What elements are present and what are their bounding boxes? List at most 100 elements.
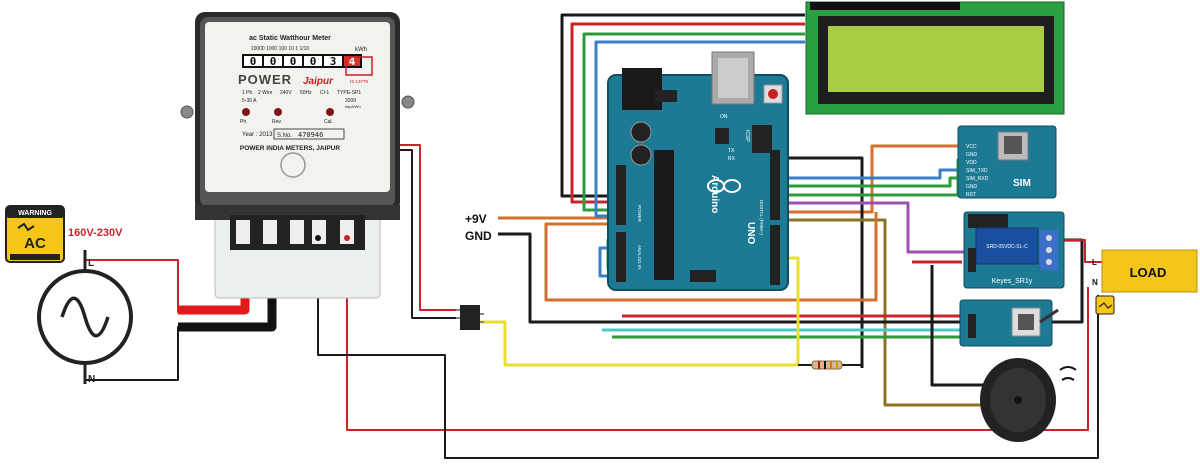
wire-gsm-tx (780, 168, 962, 180)
wire-buzzer-gnd (930, 265, 1000, 387)
meter-spec: 240V (280, 90, 292, 96)
load-neutral-label: N (1092, 278, 1098, 287)
on-label: ON (720, 114, 728, 120)
rx-label: RX (728, 156, 736, 162)
meter-current: 5-30 A (242, 98, 257, 104)
meter-indicator-label: Cal. (324, 119, 333, 125)
meter-impulse-unit: imp/kWh (345, 104, 361, 109)
gsm-pin: GND (966, 184, 978, 190)
gsm-pin: VDD (966, 160, 977, 166)
gsm-pin: SIM_TXD (966, 168, 988, 174)
energy-meter: ac Static Watthour Meter 10000 1000 100 … (180, 12, 415, 299)
meter-year: Year : 2013 (242, 132, 273, 138)
serial-box (273, 128, 345, 140)
wire-meter-live-out (346, 240, 1089, 431)
gnd-label: GND (465, 229, 492, 243)
vin-label: +9V (465, 212, 487, 226)
meter-brand: POWER (238, 72, 292, 87)
ph-led (242, 108, 250, 116)
meter-seal (280, 152, 306, 178)
gsm-pin: RST (966, 192, 976, 198)
meter-spec: 2 Wire (258, 90, 273, 96)
load-label: LOAD (1130, 265, 1167, 280)
gsm-module: SIM VCC GND VDD SIM_TXD SIM_RXD GND RST (957, 125, 1057, 199)
gsm-sim-label: SIM (1013, 178, 1031, 189)
relay-name: Keyes_SR1y (992, 278, 1033, 285)
meter-spec: Cl-1 (320, 90, 329, 96)
meter-indicator-label: Rev. (272, 119, 282, 125)
meter-terminals (230, 215, 365, 250)
icsp-label: ICSP (744, 130, 750, 142)
rev-led (274, 108, 282, 116)
sine-wave-icon (60, 296, 110, 338)
meter-digit: 0 (310, 55, 317, 68)
meter-brand-script: Jaipur (303, 76, 334, 87)
gsm-pin: GND (966, 152, 978, 158)
cal-led (326, 108, 334, 116)
isi-code: IS 13779 (350, 79, 369, 84)
arduino-logo-icon (707, 179, 741, 193)
wire-meter-pulse-b (400, 149, 462, 319)
flame-sensor (959, 299, 1059, 347)
tx-label: TX (728, 148, 735, 154)
meter-digit: 4 (349, 55, 356, 68)
meter-spec: TYPE-SP1 (337, 90, 361, 96)
wire-yellow (478, 256, 800, 367)
arduino-name: Arduino (709, 175, 720, 213)
wire-meter-pulse (400, 144, 462, 311)
capacitor (630, 121, 652, 143)
wire-relay-sig (780, 201, 968, 254)
wire-relay-vcc (780, 218, 1000, 407)
gsm-pin: VCC (966, 144, 977, 150)
resistor (811, 360, 843, 370)
analog-label: ANALOG IN (637, 245, 642, 270)
meter-spec: 50Hz (300, 90, 312, 96)
ac-live-label: L (88, 258, 94, 269)
meter-unit: kWh (355, 47, 367, 53)
digital-label: DIGITAL (PWM~) (759, 200, 764, 235)
capacitor (630, 144, 652, 166)
meter-serial: 470946 (298, 131, 323, 139)
meter-scale: 10000 1000 100 10 1 1/10 (251, 46, 310, 52)
meter-digit: 0 (270, 55, 277, 68)
reset-button (768, 89, 778, 99)
meter-digit: 0 (250, 55, 257, 68)
power-pins-label: POWER (637, 205, 642, 223)
wire-gsm-gnd (780, 156, 864, 368)
ac-source: L N (37, 250, 133, 385)
relay-module: SRD-05VDC-SL-C Keyes_SR1y (963, 211, 1065, 289)
meter-serial-label: S.No. (277, 133, 292, 139)
relay-model: SRD-05VDC-SL-C (986, 244, 1028, 250)
lightning-icon (17, 222, 35, 232)
lcd-display (805, 1, 1065, 115)
meter-maker: POWER INDIA METERS, JAIPUR (240, 145, 340, 152)
isi-mark (345, 56, 373, 76)
warning-ac-label: AC (24, 235, 46, 252)
meter-title: ac Static Watthour Meter (249, 35, 331, 42)
load-live-label: L (1092, 258, 1097, 267)
ac-neutral-label: N (88, 374, 95, 385)
load-box: LOAD L N (1092, 249, 1198, 315)
meter-indicator-label: Ph. (240, 119, 248, 125)
meter-digit: 3 (330, 55, 337, 68)
optocoupler (456, 305, 484, 330)
meter-impulse: 3200 (345, 98, 356, 104)
wire-a-orange (544, 212, 878, 302)
arduino-uno: ICSP TX RX ON Arduino UNO DIGITAL (PWM~)… (607, 51, 789, 291)
voltage-label: 160V-230V (68, 227, 123, 239)
meter-digit: 0 (290, 55, 297, 68)
wire-lcd-1 (560, 13, 805, 198)
gsm-pin: SIM_RXD (966, 176, 989, 182)
arduino-model: UNO (745, 222, 756, 244)
wire-lcd-3 (582, 32, 805, 212)
wire-relay-load (1060, 239, 1102, 263)
meter-spec: 1 Ph. (242, 90, 254, 96)
wire-gsm-rx (780, 176, 962, 188)
sound-icon (1059, 366, 1077, 371)
warning-header: WARNING (18, 210, 52, 217)
warning-sign: WARNING AC (5, 205, 65, 263)
meter-counter: 0 0 0 0 3 4 (244, 55, 360, 68)
wire-meter-neutral-out (317, 240, 1099, 459)
buzzer (980, 358, 1077, 442)
